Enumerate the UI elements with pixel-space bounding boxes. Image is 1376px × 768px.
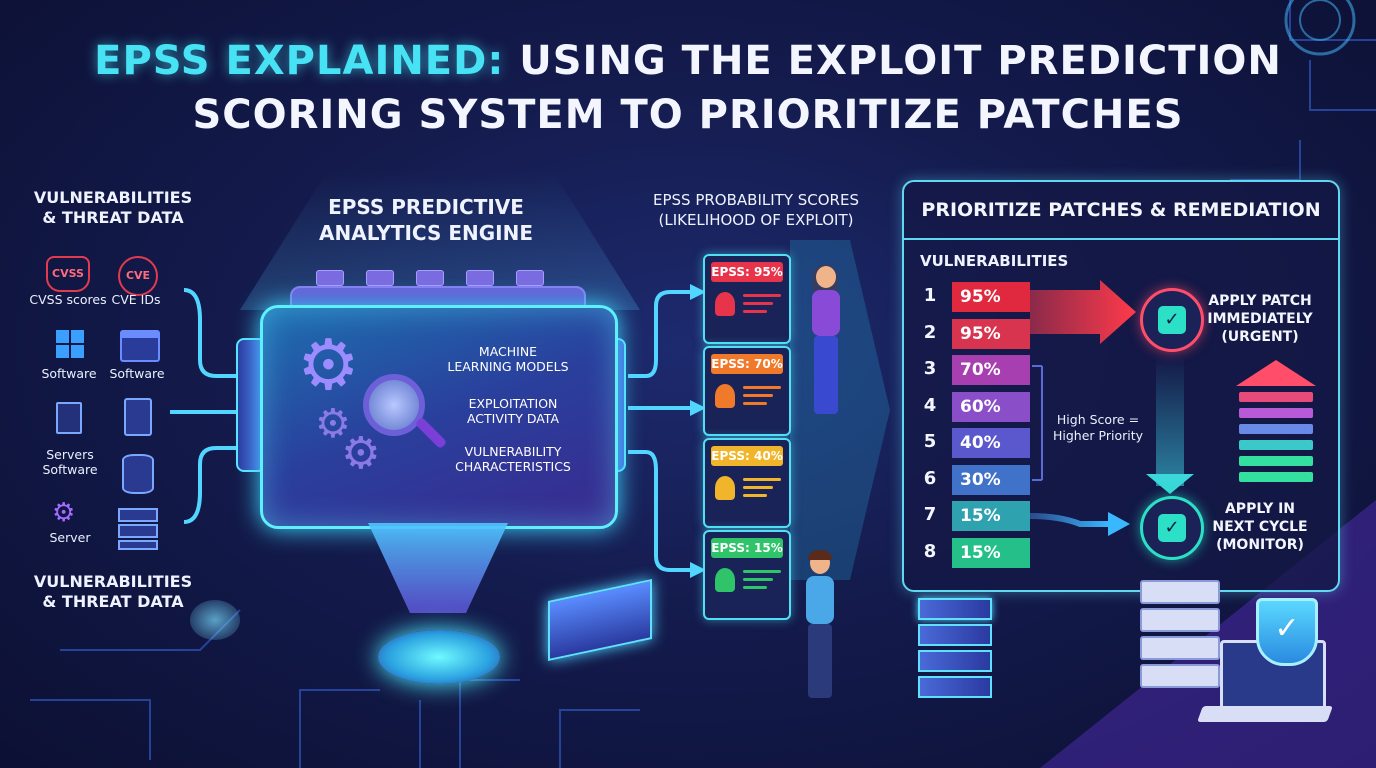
monitor-circle: ✓ — [1140, 496, 1204, 560]
row-score-bar: 60% — [952, 391, 1030, 422]
score-badge: EPSS: 95% — [711, 262, 783, 282]
prioritize-heading: PRIORITIZE PATCHES & REMEDIATION — [904, 182, 1338, 240]
title-highlight: EPSS Explained: — [94, 38, 505, 84]
browser-window-icon — [120, 330, 160, 362]
scores-heading: EPSS PROBABILITY SCORES(LIKELIHOOD OF EX… — [653, 191, 859, 229]
score-card: EPSS: 40% — [703, 438, 791, 528]
level-bar — [1239, 456, 1313, 466]
user-icon — [715, 568, 735, 592]
score-card: EPSS: 95% — [703, 254, 791, 344]
row-score-bar: 95% — [952, 282, 1030, 312]
inputs-heading-bottom: VULNERABILITIES& THREAT DATA — [33, 572, 193, 611]
engine-bolt — [316, 270, 344, 286]
cve-badge-icon: CVE — [118, 256, 158, 296]
windows-icon — [56, 330, 84, 358]
row-rank: 2 — [923, 321, 937, 343]
row-rank: 8 — [923, 540, 937, 562]
priority-note: High Score =Higher Priority — [1052, 412, 1144, 443]
level-bar — [1239, 424, 1313, 434]
score-badge: EPSS: 15% — [711, 538, 783, 558]
priority-up-arrow — [1236, 360, 1316, 386]
row-rank: 3 — [923, 358, 937, 379]
row-rank: 6 — [923, 467, 937, 489]
engine-bolt — [366, 270, 394, 286]
row-score-bar: 15% — [952, 501, 1030, 531]
server-tower-icon — [124, 398, 152, 436]
row-score-bar: 95% — [952, 318, 1030, 349]
man-figure — [800, 550, 840, 702]
score-badge: EPSS: 70% — [711, 354, 783, 374]
row-score-bar: 40% — [952, 428, 1030, 458]
score-arrows — [628, 284, 706, 578]
vulnerabilities-subheading: VULNERABILITIES — [920, 252, 1069, 270]
title-line1: Using the Exploit Prediction — [519, 38, 1282, 84]
server-stack-illustration — [918, 598, 992, 708]
engine-bolt — [416, 270, 444, 286]
downward-beam — [1156, 356, 1184, 486]
row-rank: 4 — [923, 394, 937, 416]
level-bar — [1239, 472, 1313, 482]
small-gear-icon: ⚙ — [341, 428, 381, 479]
input-software-2: Software — [109, 366, 165, 381]
level-bar — [1239, 392, 1313, 402]
input-software-1: Software — [41, 366, 97, 381]
small-gear-icon: ⚙ — [315, 401, 351, 447]
check-chip-icon: ✓ — [1158, 514, 1186, 542]
cvss-shield-icon: CVSS — [46, 256, 90, 292]
level-bar — [1239, 440, 1313, 450]
row-score-bar: 30% — [952, 464, 1030, 495]
database-icon — [122, 454, 154, 494]
row-score-bar: 15% — [952, 537, 1030, 568]
user-icon — [715, 476, 735, 500]
row-rank: 1 — [923, 285, 937, 306]
gears-icon: ⚙ — [52, 498, 76, 528]
input-cve-ids: CVE IDs — [111, 292, 161, 307]
urgent-circle: ✓ — [1140, 288, 1204, 352]
document-icon — [56, 402, 82, 434]
engine-bolt — [466, 270, 494, 286]
check-chip-icon: ✓ — [1158, 306, 1186, 334]
score-card: EPSS: 15% — [703, 530, 791, 620]
shield-check-icon: ✓ — [1256, 598, 1318, 666]
page-title: EPSS Explained: Using the Exploit Predic… — [0, 34, 1376, 88]
page-title-line2: Scoring System to Prioritize Patches — [192, 92, 1184, 138]
input-cvss-scores: CVSS scores — [29, 292, 107, 307]
magnifier-icon — [363, 374, 425, 436]
input-server: Server — [49, 530, 91, 545]
row-rank: 7 — [923, 504, 937, 525]
user-icon — [715, 292, 735, 316]
user-icon — [715, 384, 735, 408]
row-rank: 5 — [923, 431, 937, 452]
inputs-heading-top: VULNERABILITIES& THREAT DATA — [33, 188, 193, 227]
woman-figure — [806, 264, 846, 416]
priority-arrows — [1030, 280, 1136, 536]
large-gear-icon: ⚙ — [297, 324, 360, 406]
row-score-bar: 70% — [952, 355, 1030, 385]
score-card: EPSS: 70% — [703, 346, 791, 436]
engine-base-glow — [378, 630, 500, 684]
floor-glow — [190, 600, 240, 640]
score-badge: EPSS: 40% — [711, 446, 783, 466]
level-bar — [1239, 408, 1313, 418]
server-rack-illustration — [1140, 580, 1220, 690]
down-arrow-icon — [1146, 474, 1194, 494]
engine-bolt — [516, 270, 544, 286]
server-rack-icon — [118, 508, 158, 550]
